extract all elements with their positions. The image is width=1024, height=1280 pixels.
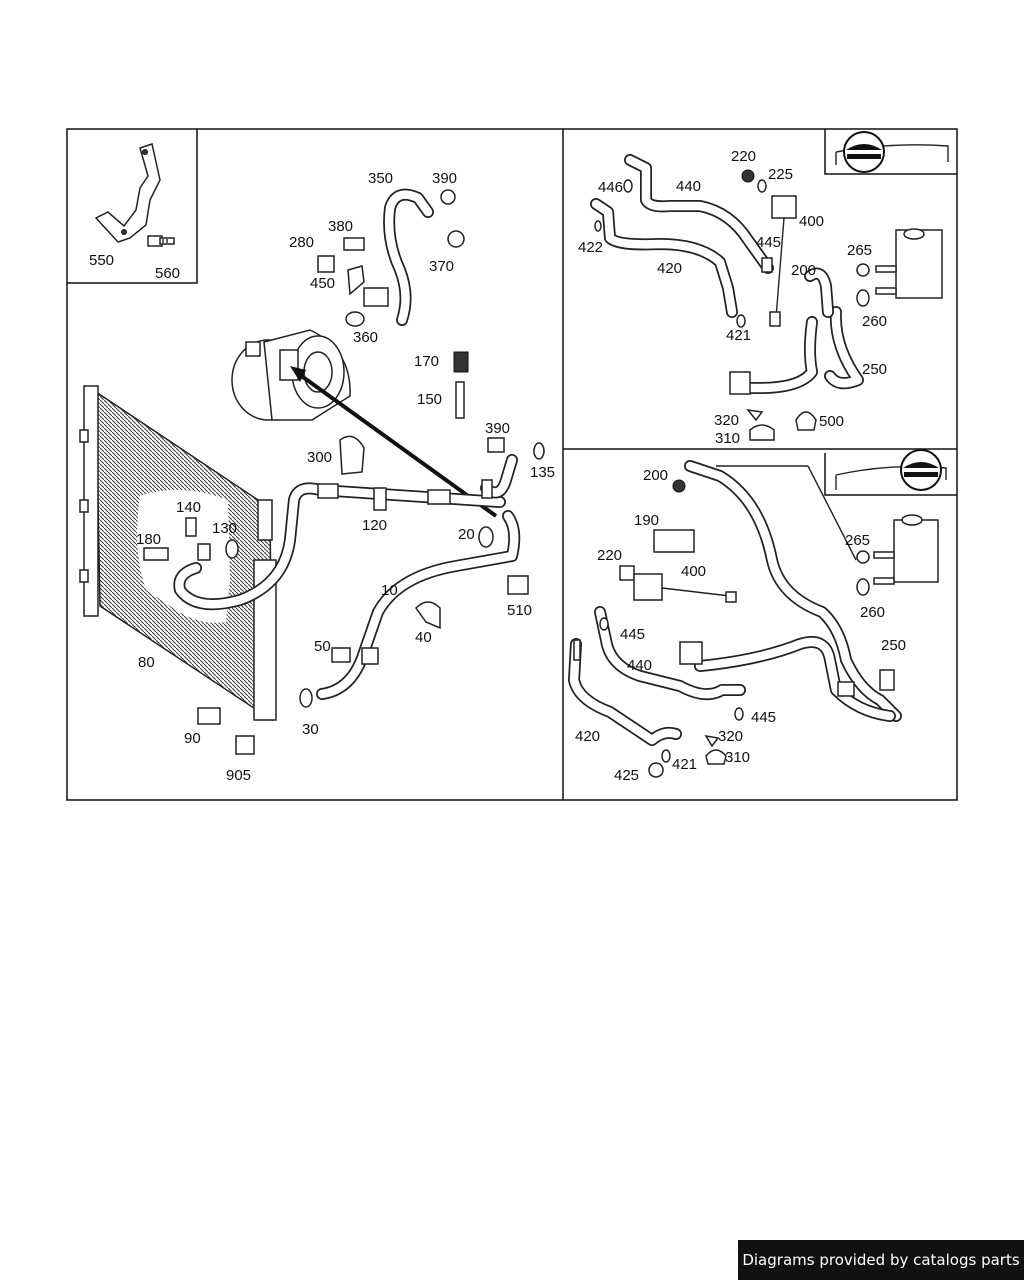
label-r1-200: 200 bbox=[791, 262, 816, 279]
label-10: 10 bbox=[381, 582, 398, 599]
label-r1-400: 400 bbox=[799, 213, 824, 230]
hose-10 bbox=[316, 510, 521, 700]
label-390-mid: 390 bbox=[485, 420, 510, 437]
label-170: 170 bbox=[414, 353, 439, 370]
label-r1-421: 421 bbox=[726, 327, 751, 344]
footer-credit: Diagrams provided by catalogs parts bbox=[738, 1240, 1024, 1280]
hose-420-bottom bbox=[568, 638, 682, 746]
evaporator-pipe-250-bottom bbox=[679, 460, 902, 722]
label-r2-190: 190 bbox=[634, 512, 659, 529]
label-370: 370 bbox=[429, 258, 454, 275]
label-r1-446: 446 bbox=[598, 179, 623, 196]
label-r2-310: 310 bbox=[725, 749, 750, 766]
label-140: 140 bbox=[176, 499, 201, 516]
label-450: 450 bbox=[310, 275, 335, 292]
label-r2-320: 320 bbox=[718, 728, 743, 745]
label-r1-422: 422 bbox=[578, 239, 603, 256]
label-80: 80 bbox=[138, 654, 155, 671]
label-380: 380 bbox=[328, 218, 353, 235]
frame bbox=[66, 128, 958, 801]
label-r2-265: 265 bbox=[845, 532, 870, 549]
small-parts-right-bottom bbox=[573, 479, 744, 778]
hose-120 bbox=[173, 482, 506, 611]
steering-wheel-left-icon bbox=[835, 131, 949, 173]
hose-440-bottom bbox=[594, 606, 746, 701]
label-r2-260: 260 bbox=[860, 604, 885, 621]
label-r1-445: 445 bbox=[756, 234, 781, 251]
label-360: 360 bbox=[353, 329, 378, 346]
label-510: 510 bbox=[507, 602, 532, 619]
bracket-550 bbox=[94, 143, 161, 243]
label-r2-440: 440 bbox=[627, 657, 652, 674]
label-r1-260: 260 bbox=[862, 313, 887, 330]
label-390-top: 390 bbox=[432, 170, 457, 187]
label-r1-310: 310 bbox=[715, 430, 740, 447]
label-r1-220: 220 bbox=[731, 148, 756, 165]
label-350: 350 bbox=[368, 170, 393, 187]
label-r2-421: 421 bbox=[672, 756, 697, 773]
label-280: 280 bbox=[289, 234, 314, 251]
label-r2-445-b: 445 bbox=[751, 709, 776, 726]
label-300: 300 bbox=[307, 449, 332, 466]
label-130: 130 bbox=[212, 520, 237, 537]
label-90: 90 bbox=[184, 730, 201, 747]
hose-440-top bbox=[624, 154, 774, 274]
label-r2-420: 420 bbox=[575, 728, 600, 745]
expansion-valve-top bbox=[856, 228, 943, 307]
label-180: 180 bbox=[136, 531, 161, 548]
compressor bbox=[231, 329, 351, 421]
label-r2-400: 400 bbox=[681, 563, 706, 580]
callout-labels: 550 560 350 390 380 280 370 450 360 170 … bbox=[89, 148, 906, 784]
label-50: 50 bbox=[314, 638, 331, 655]
hose-350 bbox=[363, 188, 434, 326]
label-r1-500: 500 bbox=[819, 413, 844, 430]
label-r1-250: 250 bbox=[862, 361, 887, 378]
label-r2-220: 220 bbox=[597, 547, 622, 564]
label-40: 40 bbox=[415, 629, 432, 646]
label-r2-250: 250 bbox=[881, 637, 906, 654]
small-parts-left bbox=[143, 189, 545, 755]
label-r2-445-a: 445 bbox=[620, 626, 645, 643]
label-r1-440: 440 bbox=[676, 178, 701, 195]
label-30: 30 bbox=[302, 721, 319, 738]
label-r1-225: 225 bbox=[768, 166, 793, 183]
label-135: 135 bbox=[530, 464, 555, 481]
label-r2-425: 425 bbox=[614, 767, 639, 784]
condenser-80 bbox=[79, 385, 277, 722]
bolt-560 bbox=[147, 235, 175, 247]
label-905: 905 bbox=[226, 767, 251, 784]
label-r1-420: 420 bbox=[657, 260, 682, 277]
label-120: 120 bbox=[362, 517, 387, 534]
label-20: 20 bbox=[458, 526, 475, 543]
label-r1-320: 320 bbox=[714, 412, 739, 429]
label-560: 560 bbox=[155, 265, 180, 282]
label-r2-200: 200 bbox=[643, 467, 668, 484]
small-parts-right-top bbox=[594, 169, 817, 441]
steering-wheel-right-icon bbox=[835, 449, 947, 491]
hose-420-top bbox=[590, 198, 738, 318]
expansion-valve-bottom bbox=[716, 465, 939, 596]
label-150: 150 bbox=[417, 391, 442, 408]
evaporator-pipe-250-top bbox=[729, 267, 864, 395]
label-r1-265: 265 bbox=[847, 242, 872, 259]
label-550: 550 bbox=[89, 252, 114, 269]
